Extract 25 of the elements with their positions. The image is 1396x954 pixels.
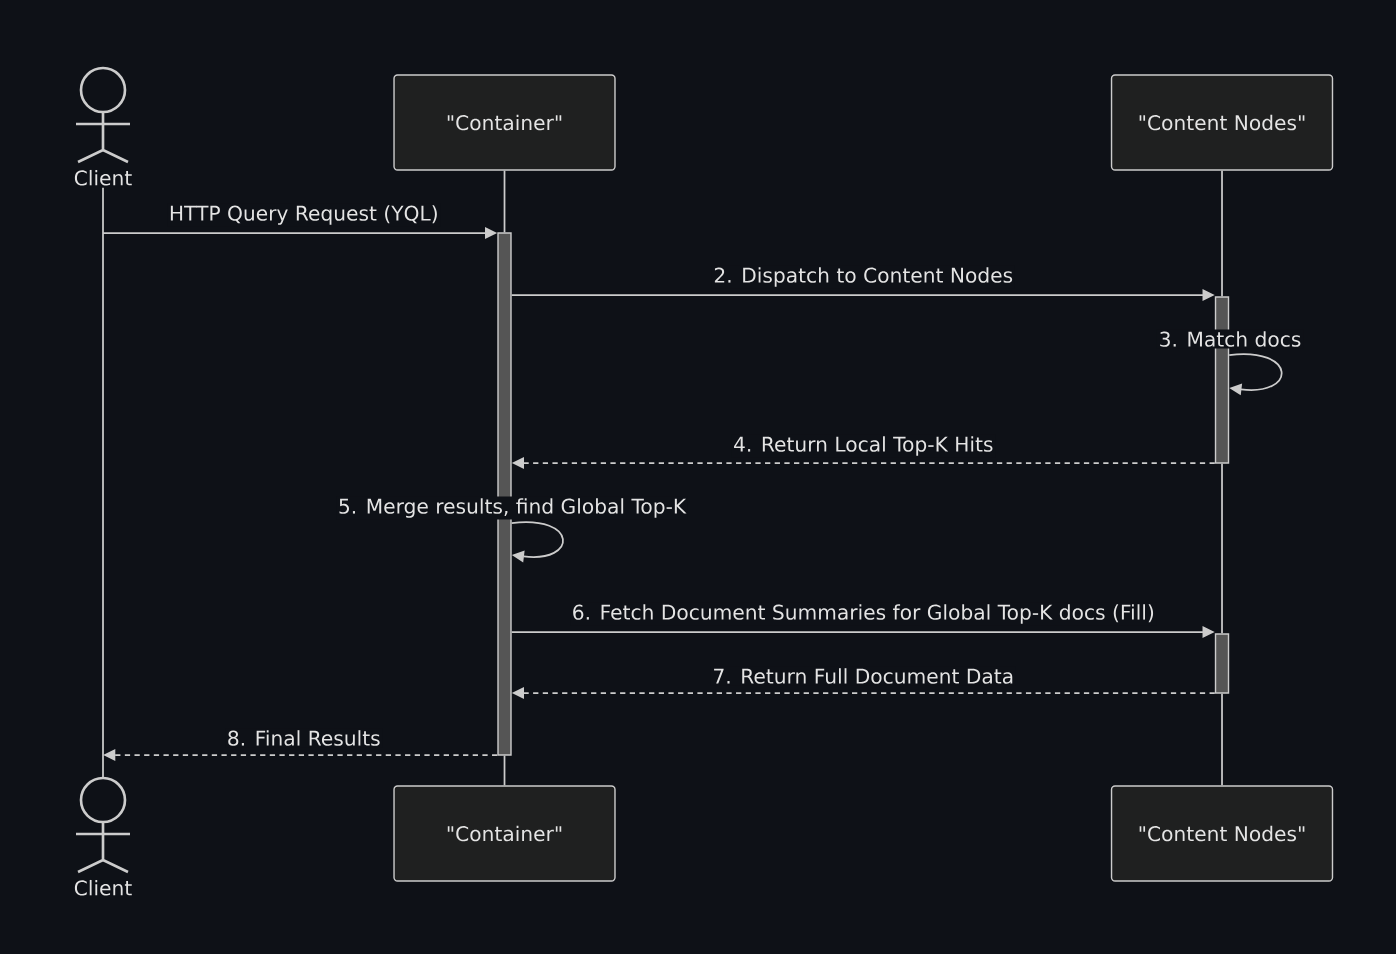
lifeline xyxy=(102,186,104,778)
node-label: Client xyxy=(74,879,132,896)
message-arrow xyxy=(510,521,564,563)
message-label: 6. Fetch Document Summaries for Global Top-K docs (Fill) xyxy=(570,602,1157,626)
message-label: 5. Merge results, find Global Top-K xyxy=(336,496,688,520)
node-label: Client xyxy=(74,169,132,186)
message-label: 8. Final Results xyxy=(225,728,383,748)
participant-box: "Container" xyxy=(393,785,616,882)
message-arrow xyxy=(1228,353,1283,396)
participant-box: "Content Nodes" xyxy=(1110,785,1334,882)
lifeline xyxy=(503,754,506,787)
actor: Client xyxy=(74,776,132,896)
message-label: HTTP Query Request (YQL) xyxy=(167,203,441,227)
message-label: 4. Return Local Top-K Hits xyxy=(731,434,996,458)
lifeline xyxy=(1221,169,1223,298)
lifeline xyxy=(1221,692,1223,787)
message-label: 3. Match docs xyxy=(1156,329,1304,349)
lifeline xyxy=(503,169,506,234)
participant-box: "Content Nodes" xyxy=(1110,74,1334,171)
message-label: 7. Return Full Document Data xyxy=(710,666,1016,686)
lifeline xyxy=(1221,462,1223,635)
participant-box: "Container" xyxy=(393,74,616,171)
message-label: 2. Dispatch to Content Nodes xyxy=(711,265,1015,289)
activation-bar xyxy=(1214,633,1230,694)
actor: Client xyxy=(74,66,132,186)
